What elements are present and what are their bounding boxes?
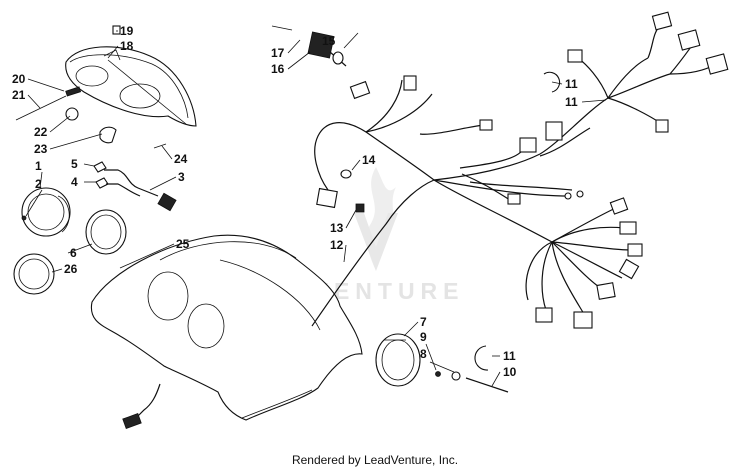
harness-connectors <box>316 11 729 329</box>
callout-12: 11 <box>565 95 578 109</box>
retaining-ring-lower <box>474 345 489 371</box>
callout-19: 18 <box>120 39 134 53</box>
gauge-bezel-ring <box>85 209 127 255</box>
callout-7: 7 <box>420 315 427 329</box>
gauge-trim-ring <box>13 253 55 295</box>
adjuster-spring <box>15 95 67 121</box>
relay-connector <box>355 203 365 213</box>
callout-15: 14 <box>362 153 376 167</box>
callout-11-lower: 11 <box>503 349 516 363</box>
callout-26: 25 <box>176 237 190 251</box>
callout-18: 17 <box>271 46 285 60</box>
leadventure-flame-watermark-icon <box>354 167 398 271</box>
headlight-assembly <box>65 46 197 127</box>
tach-nut <box>435 371 441 377</box>
tachometer-gauge <box>375 333 421 387</box>
callout-11-upper: 11 <box>565 77 578 91</box>
tach-washer <box>451 371 461 381</box>
callout-20: 19 <box>120 24 134 38</box>
render-credit: Rendered by LeadVenture, Inc. <box>291 453 459 467</box>
indicator-bulbs <box>93 161 159 197</box>
callout-9: 9 <box>420 330 427 344</box>
indicator-lamp <box>340 169 352 179</box>
callout-2: 2 <box>35 177 42 191</box>
callout-21: 20 <box>12 72 26 86</box>
callout-22: 21 <box>12 88 26 102</box>
callout-1: 1 <box>35 159 42 173</box>
callout-4: 4 <box>71 175 78 189</box>
headlight-pin <box>153 143 167 149</box>
gauge-connector <box>157 192 177 212</box>
tach-cable <box>465 377 509 393</box>
adjuster-screw <box>65 86 82 97</box>
retaining-ring-upper <box>543 71 561 93</box>
callout-14: 13 <box>330 221 344 235</box>
callout-23: 22 <box>34 125 48 139</box>
callout-27: 26 <box>64 262 78 276</box>
callout-24: 23 <box>34 142 48 156</box>
callout-labels: 19 18 20 21 22 23 24 5 4 3 1 2 25 6 26 1… <box>12 24 578 379</box>
callout-10: 10 <box>503 365 517 379</box>
callout-6: 6 <box>70 246 77 260</box>
headlight-bulb-socket <box>99 126 117 144</box>
voltage-regulator <box>271 25 347 67</box>
callout-17: 16 <box>271 62 285 76</box>
leader-lines <box>25 30 607 387</box>
callout-16: 15 <box>322 34 336 48</box>
main-wiring-harness <box>311 23 717 327</box>
callout-13: 12 <box>330 238 344 252</box>
callout-3: 3 <box>178 170 185 184</box>
callout-25: 24 <box>174 152 188 166</box>
headlight-clip <box>112 25 121 35</box>
dash-panel-hood <box>90 234 363 421</box>
dash-wire-lead <box>122 383 161 429</box>
callout-5: 5 <box>71 157 78 171</box>
callout-8: 8 <box>420 347 427 361</box>
speedometer-gauge <box>21 187 71 237</box>
